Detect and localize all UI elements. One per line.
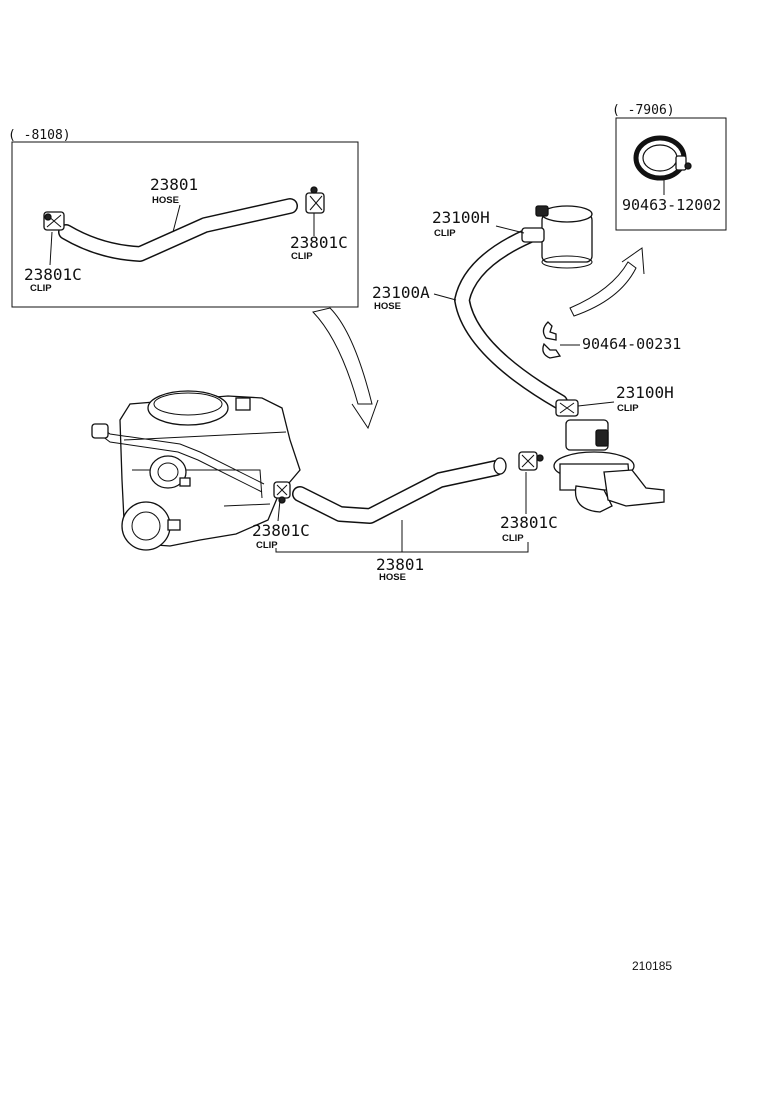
reference-number: 210185 [632,959,672,973]
return-hose-label: HOSE [379,572,406,583]
hose-clip-left-label: CLIP [256,540,278,551]
inset-clip-left-part: 23801C [24,265,82,284]
clamp-part: 90464-00231 [582,335,681,353]
inset-hose-label: HOSE [152,195,179,206]
inset-left: ( -8108) 23801 HOSE 23801C CLIP 23801C C… [8,128,359,308]
inset-left-arrow [312,307,379,430]
inset-right-arrow [569,247,645,317]
pump-clip-leader [577,401,615,407]
fuel-filter-icon [521,205,593,269]
hose-clip-right-icon [518,451,544,471]
inset-left-range: ( -8108) [8,128,71,143]
band-clip-part: 90463-12002 [622,196,721,214]
pump-clip-part: 23100H [616,383,674,402]
pump-clip-label: CLIP [617,403,639,414]
inset-clip-left-icon [43,211,65,231]
inset-clip-right-icon [305,186,325,214]
band-clip-icon [633,135,692,181]
inset-right-frame [615,117,727,231]
fuel-hose-label: HOSE [374,301,401,312]
hose-clip-right-label: CLIP [502,533,524,544]
clamp-icon [542,321,562,359]
inset-clip-right-part: 23801C [290,233,348,252]
fuel-hose-leader [433,293,457,301]
carburetor-assembly [91,390,301,551]
inset-right: ( -7906) 90463-12002 [612,103,727,231]
return-hose-part: 23801 [376,555,424,574]
inset-clip-left-label: CLIP [30,283,52,294]
inset-left-frame [11,141,359,308]
hose-clip-left-part: 23801C [252,521,310,540]
hose-clip-left-leader [277,499,281,522]
inset-clip-left-leader [49,231,53,266]
inset-right-range: ( -7906) [612,103,675,118]
filter-clip-label: CLIP [434,228,456,239]
hose-clip-right-part: 23801C [500,513,558,532]
fuel-pump-icon [553,399,665,513]
hose-clip-left-icon [273,481,291,504]
inset-hose-leader [172,204,181,233]
inset-hose-part: 23801 [150,175,198,194]
fuel-hose-part: 23100A [372,283,430,302]
filter-clip-part: 23100H [432,208,490,227]
inset-clip-right-label: CLIP [291,251,313,262]
filter-clip-leader [495,225,525,234]
